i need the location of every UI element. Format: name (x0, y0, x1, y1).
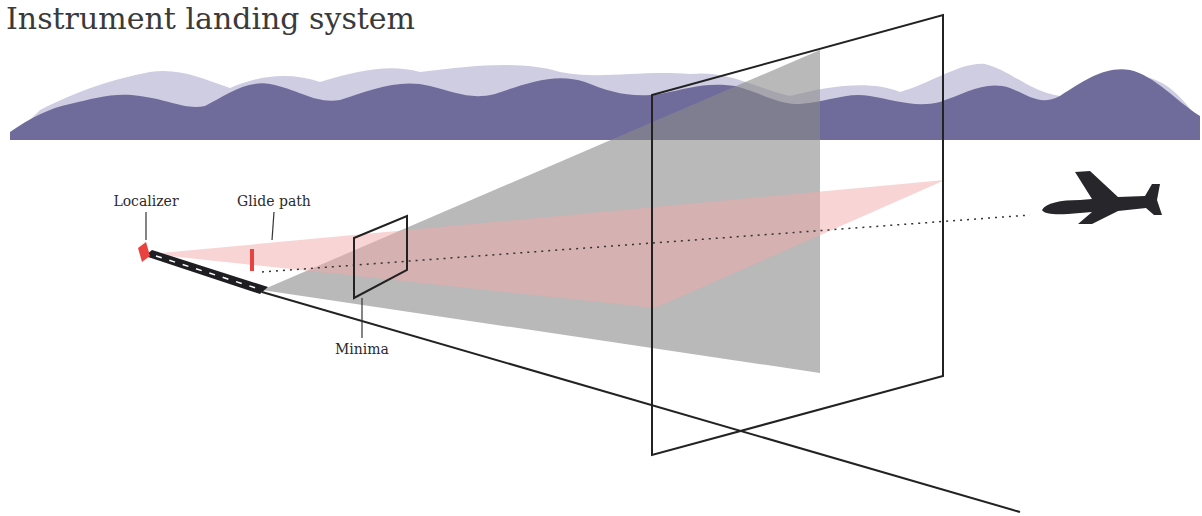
part-label: Minima (333, 341, 391, 358)
ground-line (262, 292, 1020, 512)
mountains-front (10, 69, 1200, 140)
approach-path (262, 215, 1030, 272)
leader-line (272, 212, 274, 240)
diagram-title: Instrument landing system (6, 2, 415, 35)
part-label: Localizer (111, 193, 180, 210)
part-label: Glide path (235, 193, 313, 210)
minima-frame (354, 216, 407, 298)
mountains-back (10, 64, 1200, 140)
localizer-antenna (138, 242, 150, 262)
runway (145, 250, 268, 294)
leader-line (361, 298, 362, 338)
leader-line (145, 212, 146, 240)
approach-frame (652, 15, 943, 455)
glide-slope-plane (150, 180, 945, 308)
airplane (1042, 171, 1162, 224)
runway-markings (156, 256, 256, 288)
glide-path-antenna (250, 249, 254, 271)
